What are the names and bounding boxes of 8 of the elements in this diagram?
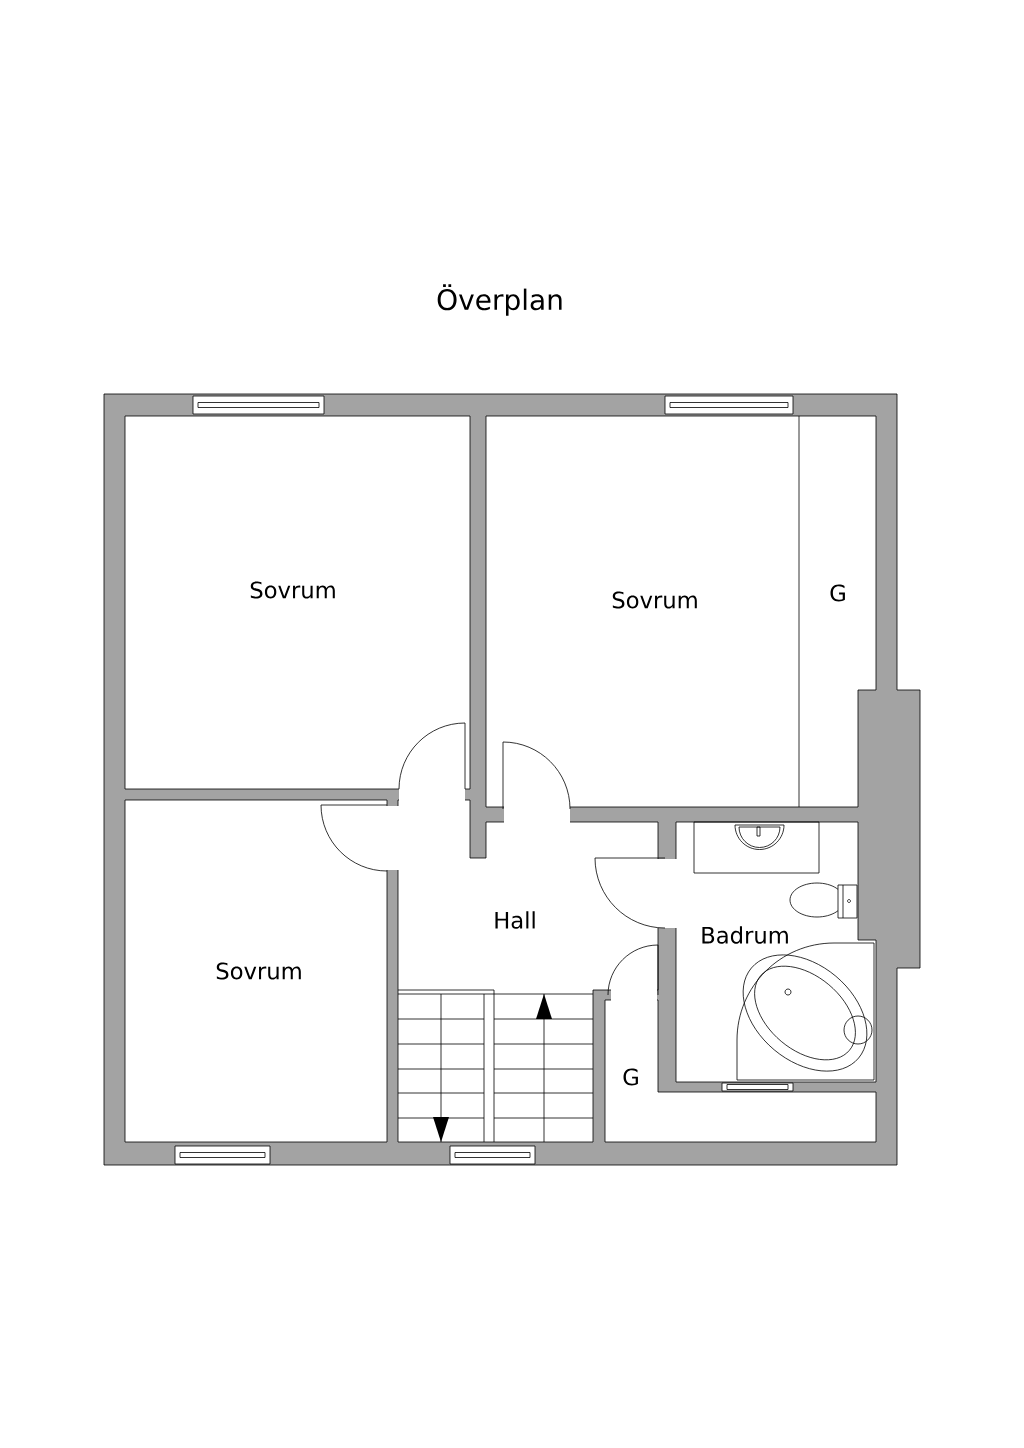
room-label: Hall [495, 911, 535, 929]
room-label: Sovrum [250, 581, 335, 599]
room-label: G [830, 584, 845, 602]
room-label: Sovrum [216, 962, 301, 980]
room-label: Badrum [702, 926, 788, 944]
room-label: G [623, 1068, 638, 1086]
room-label: Sovrum [612, 591, 697, 609]
title: Överplan [437, 284, 562, 316]
